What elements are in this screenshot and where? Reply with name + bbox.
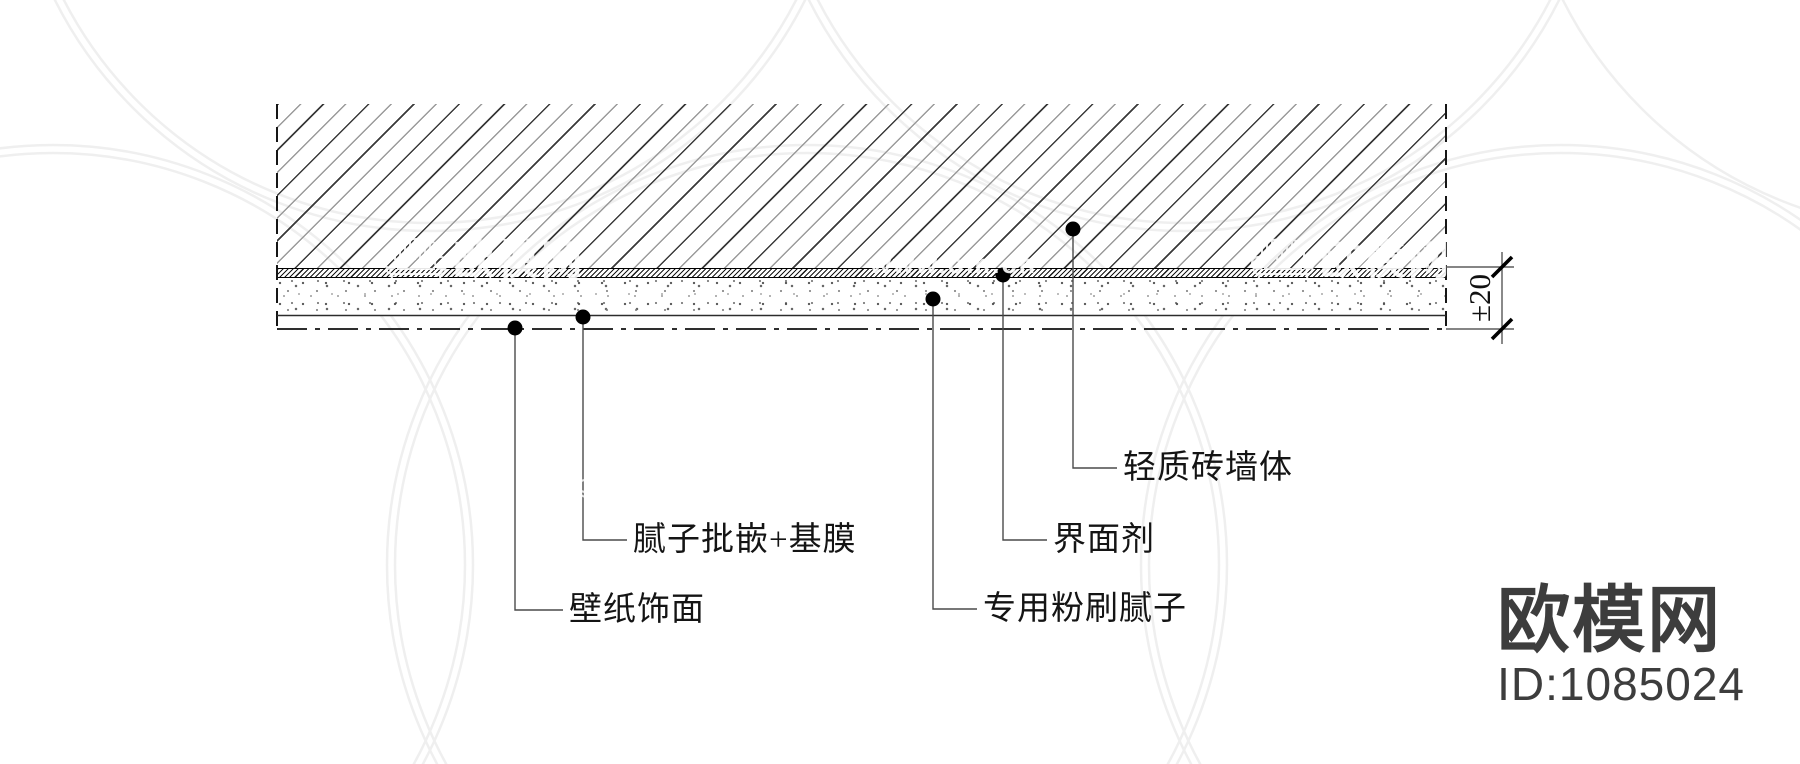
wall-hatch-section: [277, 104, 1446, 269]
callout-leader-0: [515, 328, 563, 610]
callout-leader-2: [933, 299, 977, 609]
callout-dot-0: [507, 320, 523, 336]
callout-label: 专用粉刷腻子: [983, 591, 1187, 627]
callout-label: 轻质砖墙体: [1123, 450, 1293, 486]
callout-label: 腻子批嵌+基膜: [633, 522, 857, 558]
plaster-putty-layer: [277, 279, 1446, 315]
dimension-tick-bottom: [1492, 319, 1512, 339]
callout-leader-1: [583, 317, 627, 540]
callout-label: 壁纸饰面: [569, 592, 705, 628]
callout-label: 界面剂: [1053, 522, 1155, 558]
model-id-text: ID:1085024: [1497, 658, 1745, 710]
callout-leader-4: [1073, 229, 1117, 468]
dimension-tick-top: [1492, 257, 1512, 277]
callout-dot-1: [575, 309, 591, 325]
brand-name-text: 欧模网: [1497, 580, 1723, 661]
callout-dot-3: [995, 267, 1011, 283]
dimension-text: ±20: [1462, 274, 1497, 323]
callout-leader-3: [1003, 275, 1047, 540]
callout-dot-2: [925, 291, 941, 307]
interface-agent-layer: [277, 268, 1446, 278]
callout-dot-4: [1065, 221, 1081, 237]
brand-watermark: 欧模网 ID:1085024: [1497, 580, 1745, 710]
